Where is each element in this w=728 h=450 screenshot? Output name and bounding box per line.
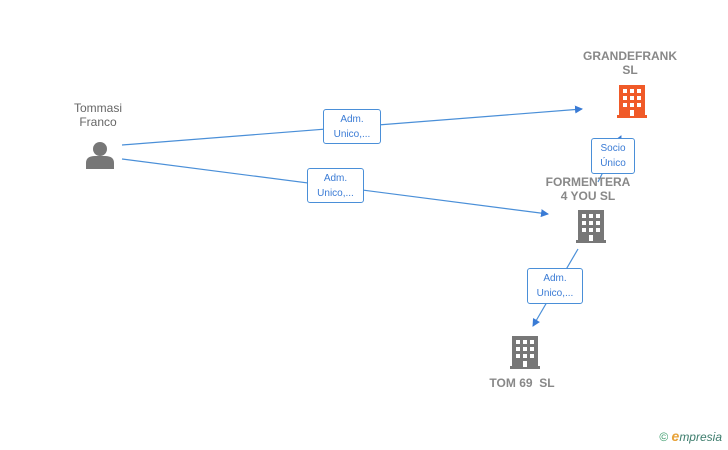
edge-label-line1: Adm.: [340, 114, 364, 125]
edge-label-tommasi-formentera[interactable]: Adm. Unico,...: [307, 168, 364, 203]
edge-label-line1: Adm.: [543, 273, 567, 284]
brand-name: mpresia: [679, 430, 722, 444]
edge-label-line2: Unico,...: [333, 129, 371, 140]
node-label-tommasi[interactable]: Tommasi Franco: [56, 101, 140, 129]
person-icon[interactable]: [86, 142, 114, 169]
empresia-logo: © empresia: [659, 428, 722, 444]
edge-label-line1: Adm.: [323, 173, 348, 184]
edge-label-tommasi-grandefrank[interactable]: Adm. Unico,...: [323, 109, 381, 144]
node-label-line2: 4 YOU SL: [560, 189, 616, 203]
node-label-line2: SL: [622, 63, 638, 77]
node-label-line1: GRANDEFRANK: [583, 49, 677, 63]
node-label-line1: TOM 69 SL: [489, 376, 555, 390]
edge-label-line2: Único: [600, 158, 626, 169]
building-icon-tom69[interactable]: [510, 336, 540, 369]
edge-label-formentera-tom69[interactable]: Adm. Unico,...: [527, 268, 583, 304]
node-label-line1: FORMENTERA: [545, 175, 631, 189]
brand-letter: e: [671, 428, 680, 444]
edge-label-line1: Socio: [600, 143, 626, 154]
edge-label-line2: Unico,...: [317, 188, 354, 199]
copyright-icon: ©: [659, 430, 669, 444]
node-label-line2: Franco: [79, 115, 117, 129]
node-label-line1: Tommasi: [73, 101, 122, 115]
node-label-tom69[interactable]: TOM 69 SL: [472, 376, 572, 390]
edge-label-line2: Unico,...: [536, 288, 574, 299]
node-label-grandefrank[interactable]: GRANDEFRANK SL: [570, 49, 690, 77]
edge-label-formentera-grandefrank[interactable]: Socio Único: [591, 138, 635, 174]
building-icon-formentera[interactable]: [576, 210, 606, 243]
building-icon-grandefrank[interactable]: [617, 85, 647, 118]
node-label-formentera[interactable]: FORMENTERA 4 YOU SL: [532, 175, 644, 203]
